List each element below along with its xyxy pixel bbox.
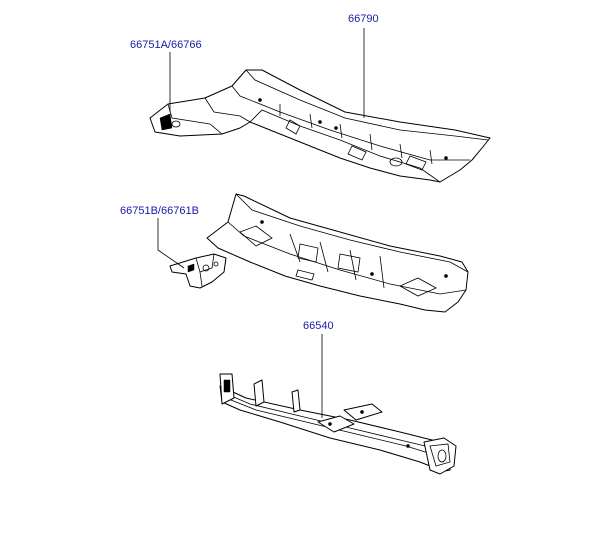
cowl-lower-panel[interactable] (206, 193, 469, 313)
part-number-66790[interactable]: 66790 (348, 13, 379, 25)
part-number-66751b-66761b[interactable]: 66751B/66761B (120, 205, 199, 217)
side-bracket-66751b[interactable] (169, 253, 227, 289)
cowl-top-panel-66790[interactable] (149, 69, 491, 183)
leader-line-66751b (157, 218, 185, 269)
crossmember-bar-66540[interactable] (219, 373, 457, 475)
part-number-66540[interactable]: 66540 (303, 320, 334, 332)
part-number-66751a-66766[interactable]: 66751A/66766 (130, 39, 202, 51)
